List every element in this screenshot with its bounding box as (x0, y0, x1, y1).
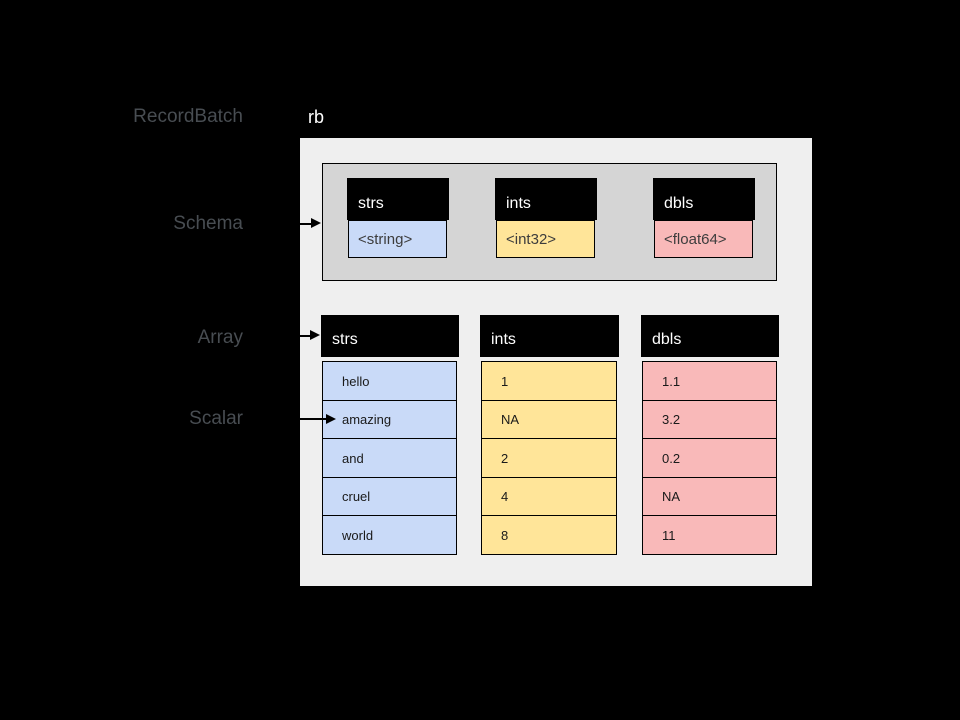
array-cell: and (322, 438, 457, 478)
array-cell: world (322, 515, 457, 555)
array-cell: NA (642, 476, 777, 517)
array-cell: 1.1 (642, 361, 777, 401)
array-cell: 1 (481, 361, 617, 401)
arrow-line (300, 334, 312, 337)
array-cell: 2 (481, 438, 617, 478)
schema-arrow (300, 218, 321, 229)
array-cell: amazing (322, 399, 457, 440)
arrow-head-icon (326, 413, 336, 424)
schema-field-header: strs (347, 178, 449, 220)
schema-field-type: <string> (358, 230, 413, 248)
schema-field-name: ints (506, 195, 531, 212)
schema-field-type: <float64> (664, 230, 727, 248)
schema-field-type-box: <float64> (654, 220, 753, 258)
array-cell: 4 (481, 476, 617, 517)
array-cell: hello (322, 361, 457, 401)
array-column: 1.1 3.2 0.2 NA 11 (642, 361, 777, 555)
arrow-head-icon (311, 218, 321, 228)
schema-field-header: dbls (653, 178, 755, 220)
array-name: ints (491, 331, 516, 348)
array-cell: NA (481, 399, 617, 440)
arrow-line (300, 418, 328, 420)
schema-field-name: strs (358, 195, 384, 212)
array-name: strs (332, 331, 358, 348)
schema-field-type-box: <string> (348, 220, 447, 258)
array-cell: cruel (322, 476, 457, 517)
schema-field-type-box: <int32> (496, 220, 595, 258)
arrow-line (300, 222, 313, 225)
arrow-head-icon (310, 330, 320, 340)
array-column: hello amazing and cruel world (322, 361, 457, 555)
array-name: dbls (652, 331, 682, 348)
array-header: dbls (641, 315, 779, 357)
array-cell: 8 (481, 515, 617, 555)
scalar-arrow (300, 413, 336, 425)
array-cell: 3.2 (642, 399, 777, 440)
label-scalar: Scalar (189, 408, 243, 429)
schema-field-name: dbls (664, 195, 694, 212)
schema-field-header: ints (495, 178, 597, 220)
array-cell: 0.2 (642, 438, 777, 478)
array-cell: 11 (642, 515, 777, 555)
label-schema: Schema (173, 213, 243, 234)
label-array: Array (197, 327, 243, 348)
array-header: ints (480, 315, 619, 357)
schema-field-type: <int32> (506, 230, 557, 248)
label-recordbatch: RecordBatch (133, 106, 243, 127)
array-arrow (300, 330, 320, 341)
array-column: 1 NA 2 4 8 (481, 361, 617, 555)
instance-label-rb: rb (308, 107, 325, 127)
array-header: strs (321, 315, 459, 357)
